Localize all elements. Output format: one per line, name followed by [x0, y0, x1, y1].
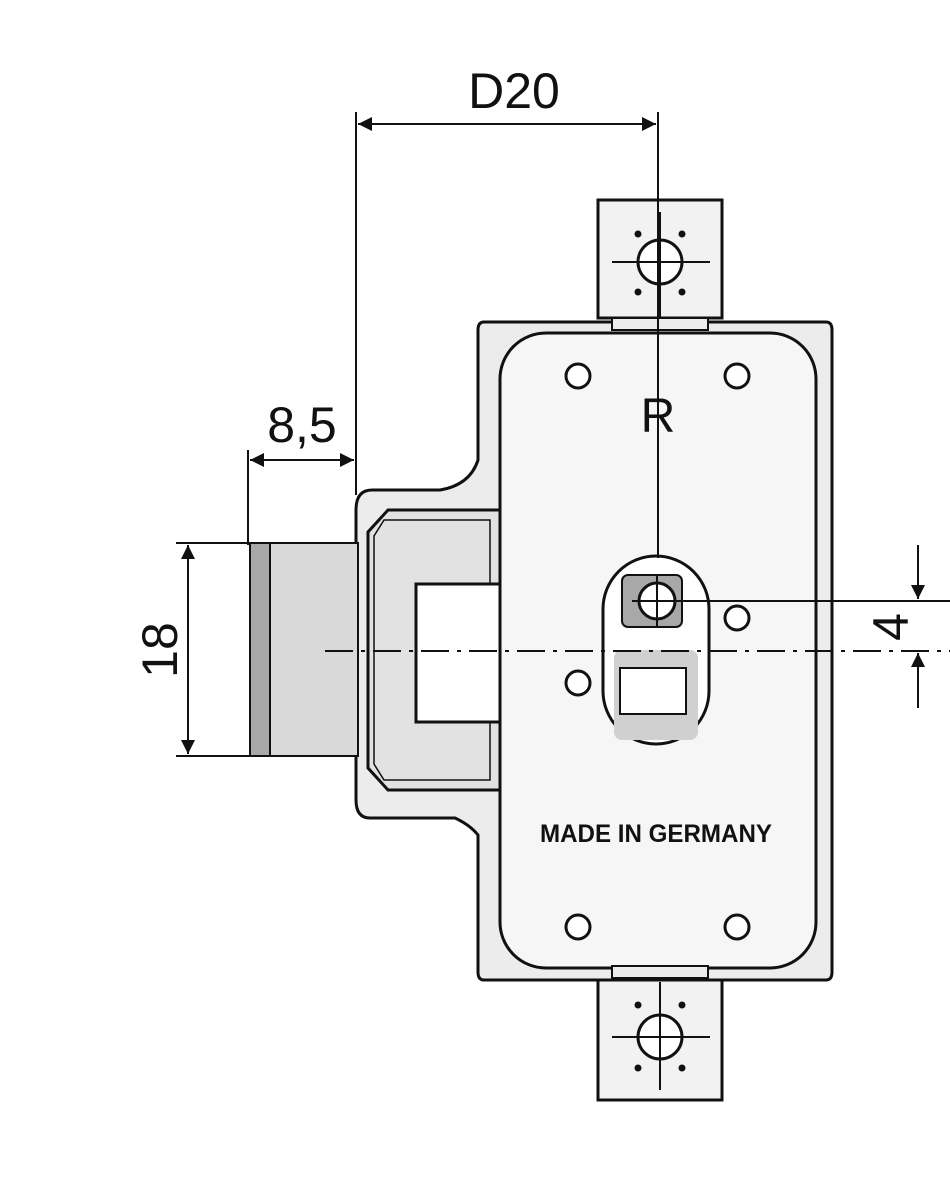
dimension-label-4: 4	[863, 613, 919, 641]
hole-top-left	[564, 362, 592, 390]
hole-bottom-left	[564, 913, 592, 941]
dimension-label-8-5: 8,5	[267, 397, 337, 453]
hole-mid-right	[723, 604, 751, 632]
screw-target-bottom	[612, 982, 710, 1090]
keyhole	[601, 554, 711, 746]
centerlines	[176, 112, 950, 757]
hand-marking-label: R	[641, 390, 676, 443]
dimension-label-d20: D20	[468, 63, 560, 119]
mounting-holes	[564, 362, 751, 941]
dimension-lines	[181, 117, 925, 754]
screw-target-top	[612, 212, 710, 318]
bolt-slot	[414, 582, 502, 724]
hole-bottom-right	[723, 913, 751, 941]
lock-housing	[354, 198, 834, 1102]
dimension-label-18: 18	[132, 622, 188, 678]
hole-top-right	[723, 362, 751, 390]
hole-mid-left	[564, 669, 592, 697]
cylinder-body	[269, 542, 359, 757]
made-in-germany-stamp: MADE IN GERMANY	[540, 820, 772, 848]
cylinder-face	[249, 542, 271, 757]
